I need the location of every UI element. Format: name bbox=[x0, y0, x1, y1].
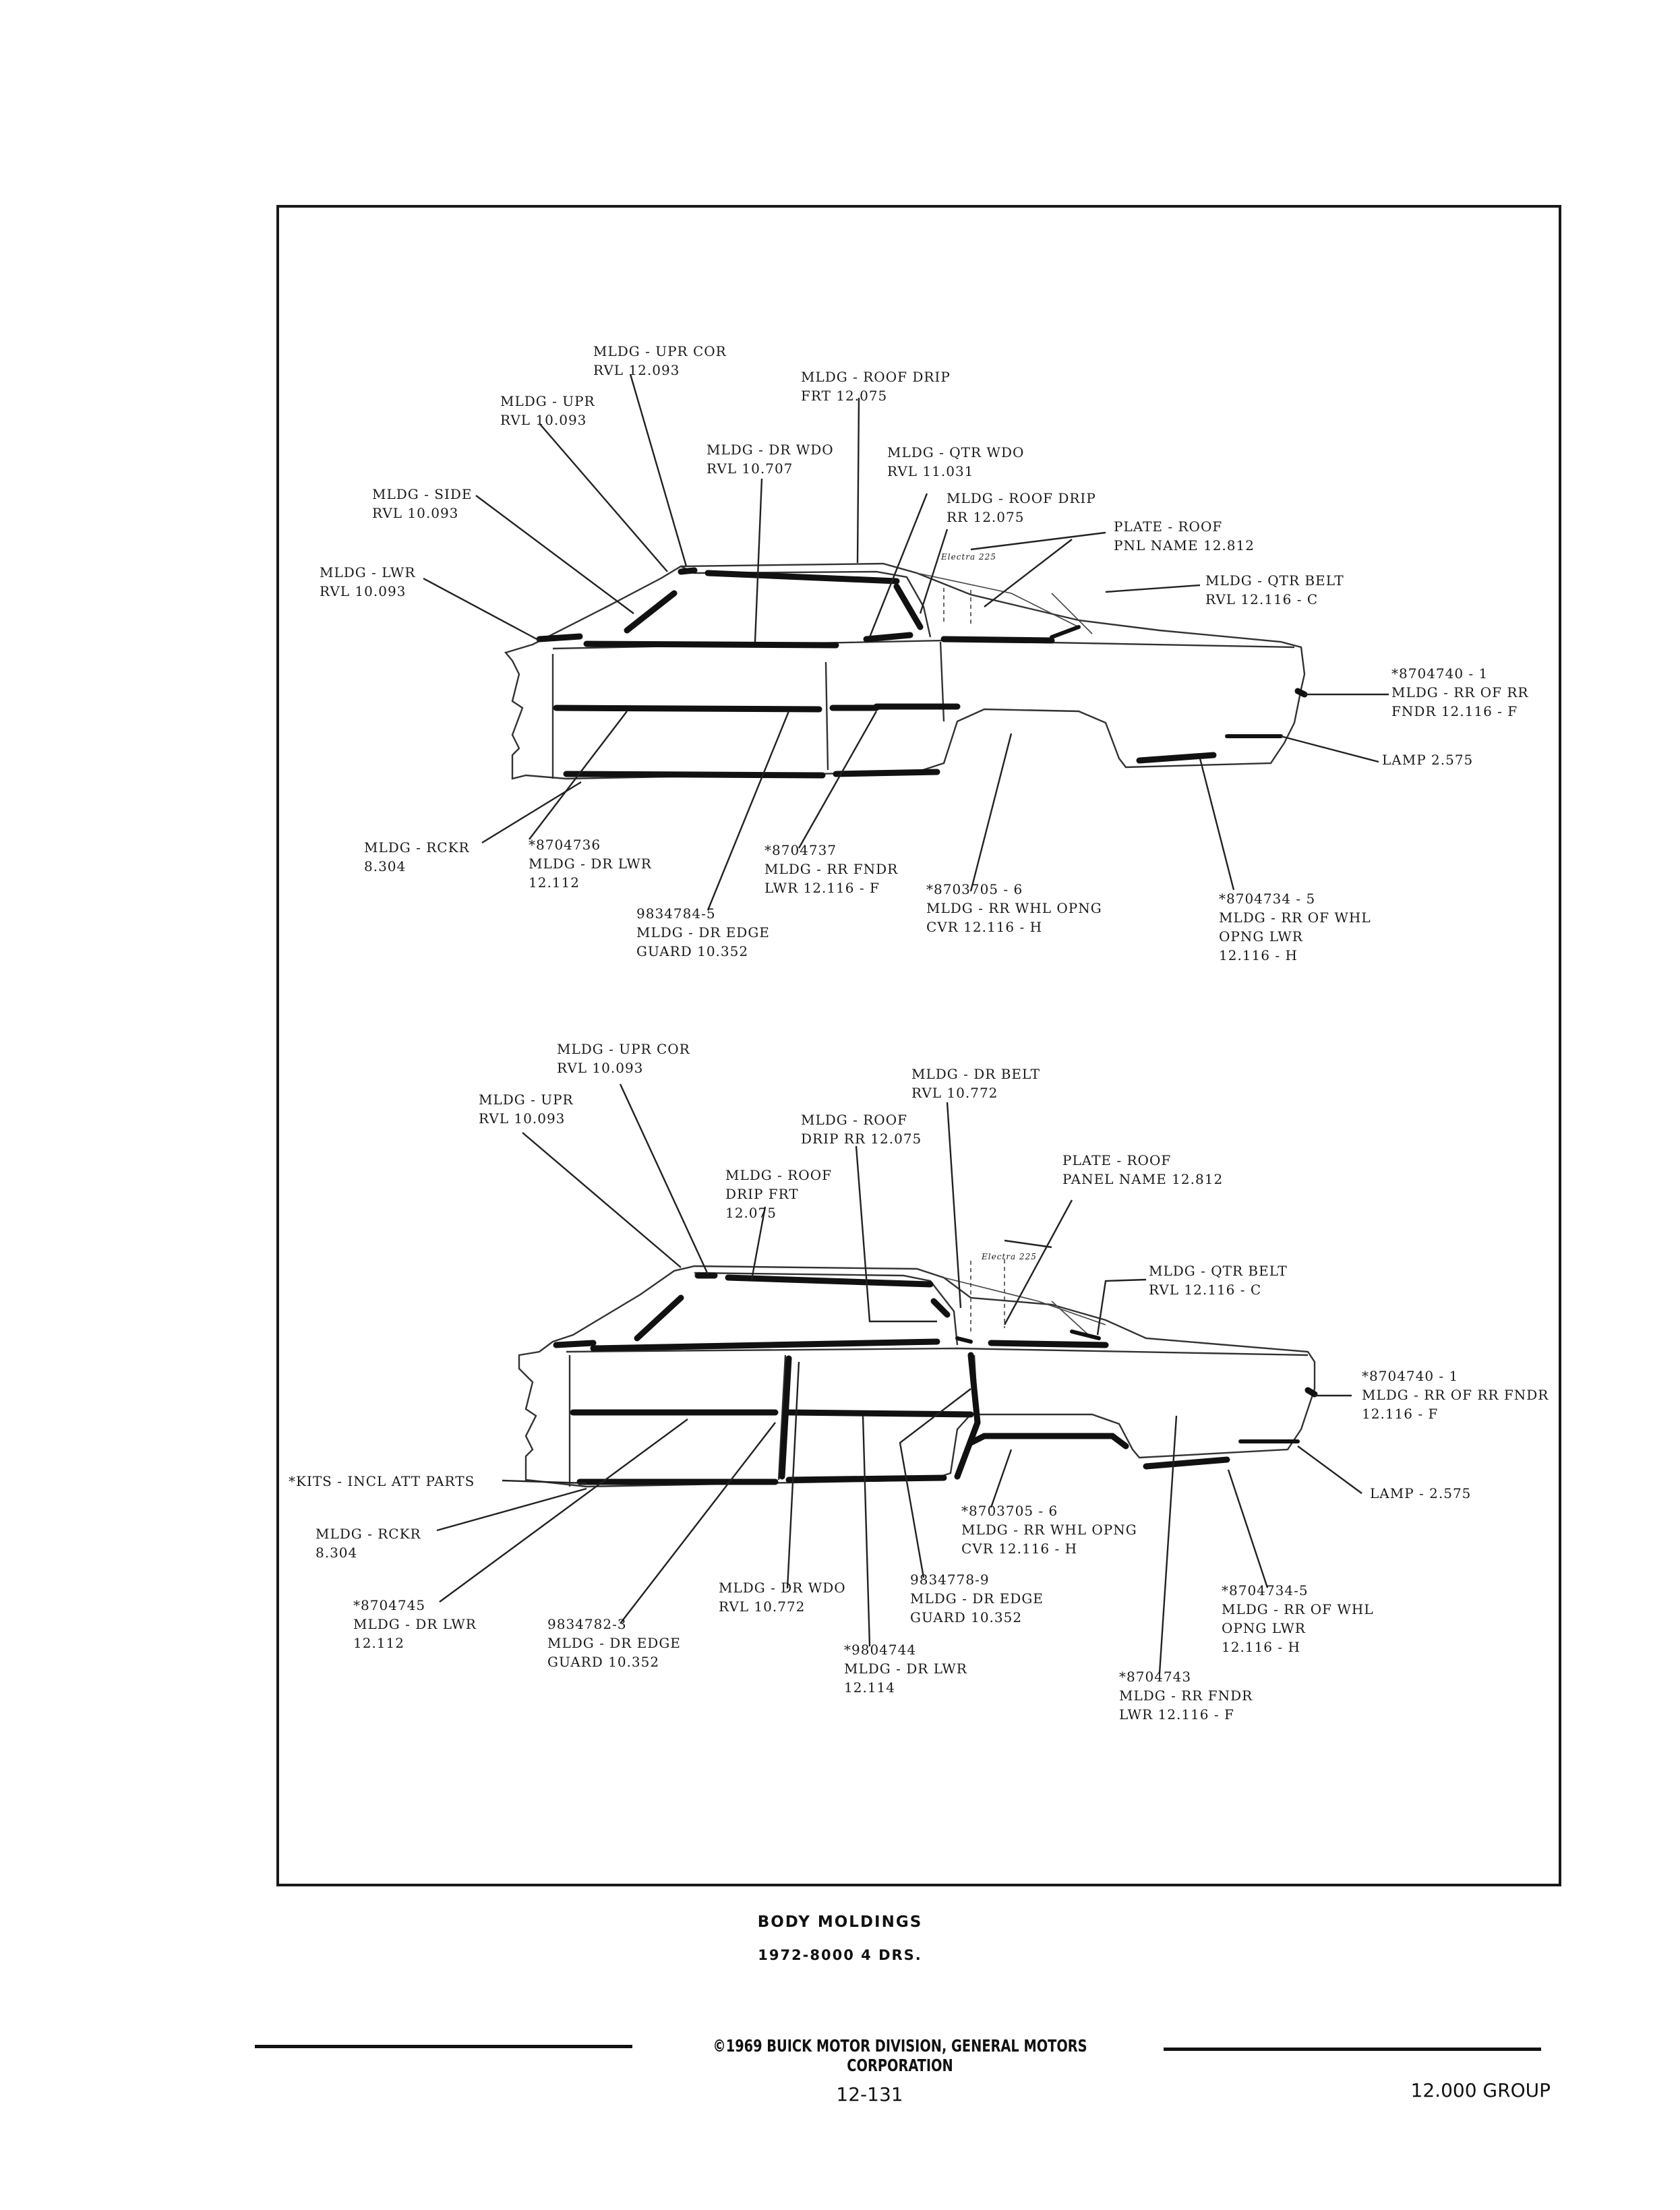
group-label: 12.000 GROUP bbox=[1410, 2079, 1551, 2101]
caption-subtitle: 1972-8000 4 DRS. bbox=[758, 1947, 922, 1963]
svg-text:LAMP 2.575: LAMP 2.575 bbox=[1382, 752, 1473, 768]
svg-text:Electra 225: Electra 225 bbox=[940, 552, 996, 562]
copyright-notice: ©1969 BUICK MOTOR DIVISION, GENERAL MOTO… bbox=[713, 2036, 1087, 2075]
car-top: Electra 225 bbox=[504, 552, 1308, 780]
car-bottom: Electra 225 bbox=[518, 1252, 1318, 1488]
svg-text:LAMP - 2.575: LAMP - 2.575 bbox=[1370, 1485, 1471, 1501]
leaders-bottom bbox=[436, 1083, 1362, 1674]
footer-rule-right bbox=[1164, 2048, 1541, 2051]
page-number: 12-131 bbox=[836, 2083, 903, 2106]
caption-title: BODY MOLDINGS bbox=[757, 1913, 923, 1931]
diagram-frame bbox=[276, 205, 1561, 1886]
svg-text:*KITS - INCL ATT PARTS: *KITS - INCL ATT PARTS bbox=[289, 1473, 475, 1489]
svg-text:Electra 225: Electra 225 bbox=[981, 1252, 1037, 1261]
leaders-top bbox=[423, 374, 1389, 911]
footer-rule-left bbox=[255, 2045, 632, 2048]
